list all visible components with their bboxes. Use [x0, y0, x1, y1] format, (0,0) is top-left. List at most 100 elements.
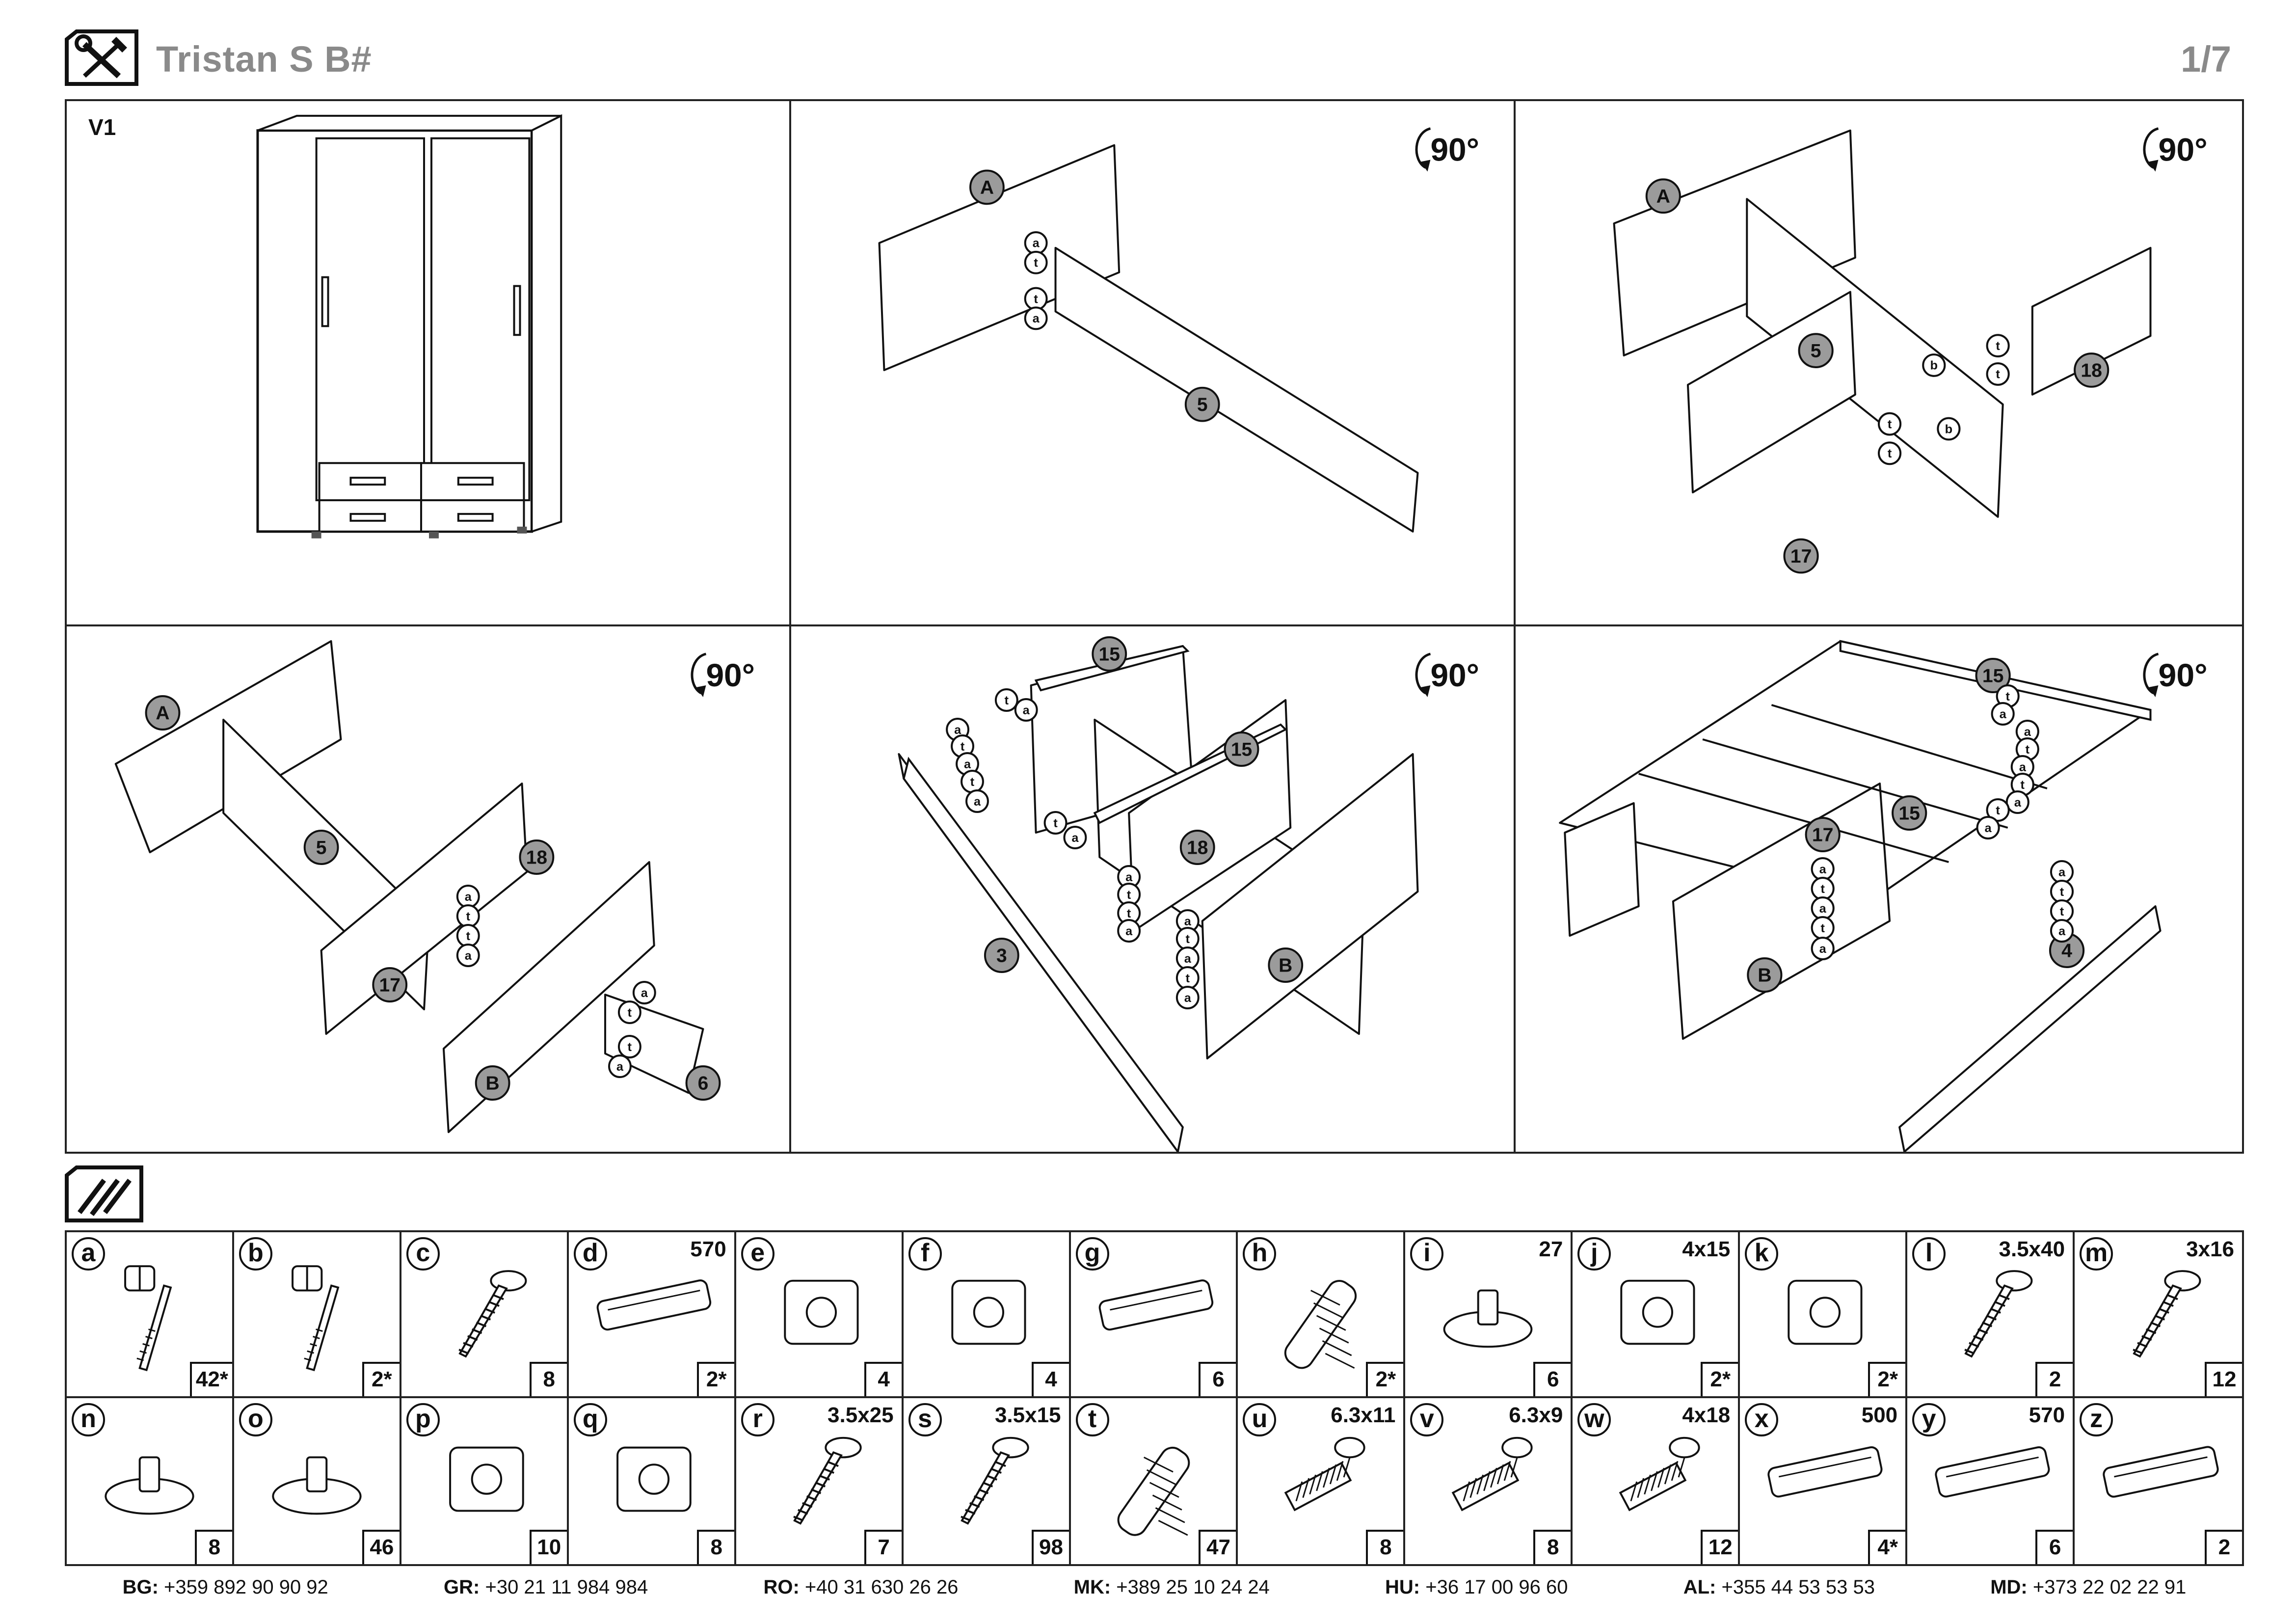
- svg-text:t: t: [970, 775, 975, 789]
- wardrobe-drawing: [256, 114, 562, 539]
- fitting-quantity: 12: [2204, 1362, 2242, 1396]
- svg-text:a: a: [1184, 991, 1192, 1005]
- contact-phone: AL: +355 44 53 53 53: [1683, 1576, 1875, 1598]
- fitting-size: 500: [1861, 1403, 1898, 1427]
- fitting-quantity: 2*: [1701, 1362, 1738, 1396]
- phone-number: +373 22 02 22 91: [2027, 1576, 2187, 1598]
- part-label: A: [145, 695, 181, 731]
- fitting-letter: r: [741, 1403, 774, 1436]
- svg-text:a: a: [1819, 942, 1827, 956]
- svg-text:B: B: [1758, 965, 1771, 986]
- part-label: t: [1986, 798, 2010, 822]
- svg-text:t: t: [1820, 882, 1825, 896]
- part-label: a: [1024, 306, 1048, 330]
- svg-text:a: a: [465, 890, 472, 904]
- svg-text:t: t: [466, 929, 471, 943]
- svg-text:a: a: [2019, 760, 2027, 774]
- svg-text:t: t: [2026, 743, 2030, 757]
- part-label: a: [2005, 790, 2029, 814]
- disc-glide-icon: [272, 1456, 362, 1515]
- fitting-letter: z: [2080, 1403, 2113, 1436]
- part-label: a: [1991, 702, 2015, 726]
- fitting-size: 570: [2029, 1403, 2065, 1427]
- part-label: a: [1811, 896, 1835, 920]
- svg-text:t: t: [2005, 690, 2010, 704]
- phone-number: +355 44 53 53 53: [1716, 1576, 1875, 1598]
- part-label: t: [2050, 880, 2074, 903]
- svg-text:90°: 90°: [2159, 132, 2208, 168]
- part-label: 15: [1975, 658, 2011, 693]
- fitting-letter: h: [1243, 1237, 1277, 1271]
- part-label: 6: [685, 1065, 721, 1101]
- fitting-letter: b: [239, 1237, 272, 1271]
- part-label: 17: [372, 967, 408, 1002]
- wrench-screwdriver-icon: [65, 29, 138, 86]
- fitting-quantity: 98: [1031, 1530, 1069, 1564]
- svg-text:a: a: [641, 986, 648, 1000]
- fitting-letter: w: [1577, 1403, 1611, 1436]
- country-code: MK:: [1073, 1576, 1111, 1598]
- svg-text:a: a: [1819, 902, 1827, 916]
- part-label: a: [965, 789, 989, 813]
- fitting-letter: y: [1912, 1403, 1946, 1436]
- svg-text:a: a: [2058, 924, 2066, 938]
- fitting-quantity: 2*: [1366, 1362, 1404, 1396]
- fitting-size: 4x18: [1682, 1403, 1731, 1427]
- fitting-quantity: 2: [2035, 1362, 2073, 1396]
- contact-phone: HU: +36 17 00 96 60: [1385, 1576, 1568, 1598]
- fitting-size: 6.3x11: [1331, 1403, 1396, 1427]
- page-number: 1/7: [2181, 39, 2231, 80]
- part-label: a: [2050, 919, 2074, 943]
- double-cam-bolt-icon: [291, 1265, 340, 1372]
- board-panel: [1898, 905, 2162, 1152]
- long-screw-icon: [1964, 1270, 2033, 1358]
- svg-text:a: a: [2000, 707, 2007, 721]
- svg-text:15: 15: [1982, 666, 2004, 687]
- part-label: t: [2050, 899, 2074, 923]
- wall-bracket-icon: [1788, 1279, 1863, 1345]
- svg-text:t: t: [1186, 932, 1190, 946]
- svg-text:b: b: [1930, 359, 1938, 373]
- svg-text:t: t: [1996, 339, 2000, 353]
- svg-text:A: A: [1656, 186, 1670, 207]
- svg-text:t: t: [1053, 816, 1058, 830]
- svg-text:t: t: [1127, 907, 1131, 920]
- variant-label: V1: [88, 114, 116, 140]
- screw-icon: [793, 1436, 862, 1525]
- fitting-size: 570: [690, 1237, 726, 1261]
- fitting-size: 6.3x9: [1509, 1403, 1563, 1427]
- part-label: 17: [1783, 538, 1819, 574]
- foot-glide-icon: [1443, 1289, 1533, 1348]
- part-label: t: [617, 1001, 641, 1024]
- fitting-letter: c: [406, 1237, 440, 1271]
- svg-text:t: t: [2060, 885, 2064, 899]
- drawer-runner-icon: [1767, 1446, 1883, 1498]
- fitting-h: h 2*: [1238, 1232, 1406, 1398]
- short-screw-icon: [2133, 1270, 2201, 1358]
- svg-text:t: t: [1888, 417, 1892, 431]
- svg-text:a: a: [1125, 870, 1133, 884]
- svg-text:3: 3: [996, 946, 1007, 967]
- part-label: t: [1024, 287, 1048, 311]
- svg-text:a: a: [2014, 796, 2022, 810]
- fitting-quantity: 4: [1031, 1362, 1069, 1396]
- part-label: b: [1922, 353, 1946, 377]
- part-label: A: [1645, 178, 1681, 214]
- part-label: t: [994, 688, 1018, 712]
- svg-text:a: a: [1125, 924, 1133, 938]
- country-code: MD:: [1990, 1576, 2028, 1598]
- handle-profile-icon: [1098, 1279, 1213, 1331]
- fitting-size: 3x16: [2186, 1237, 2234, 1261]
- corner-block-icon: [449, 1446, 524, 1512]
